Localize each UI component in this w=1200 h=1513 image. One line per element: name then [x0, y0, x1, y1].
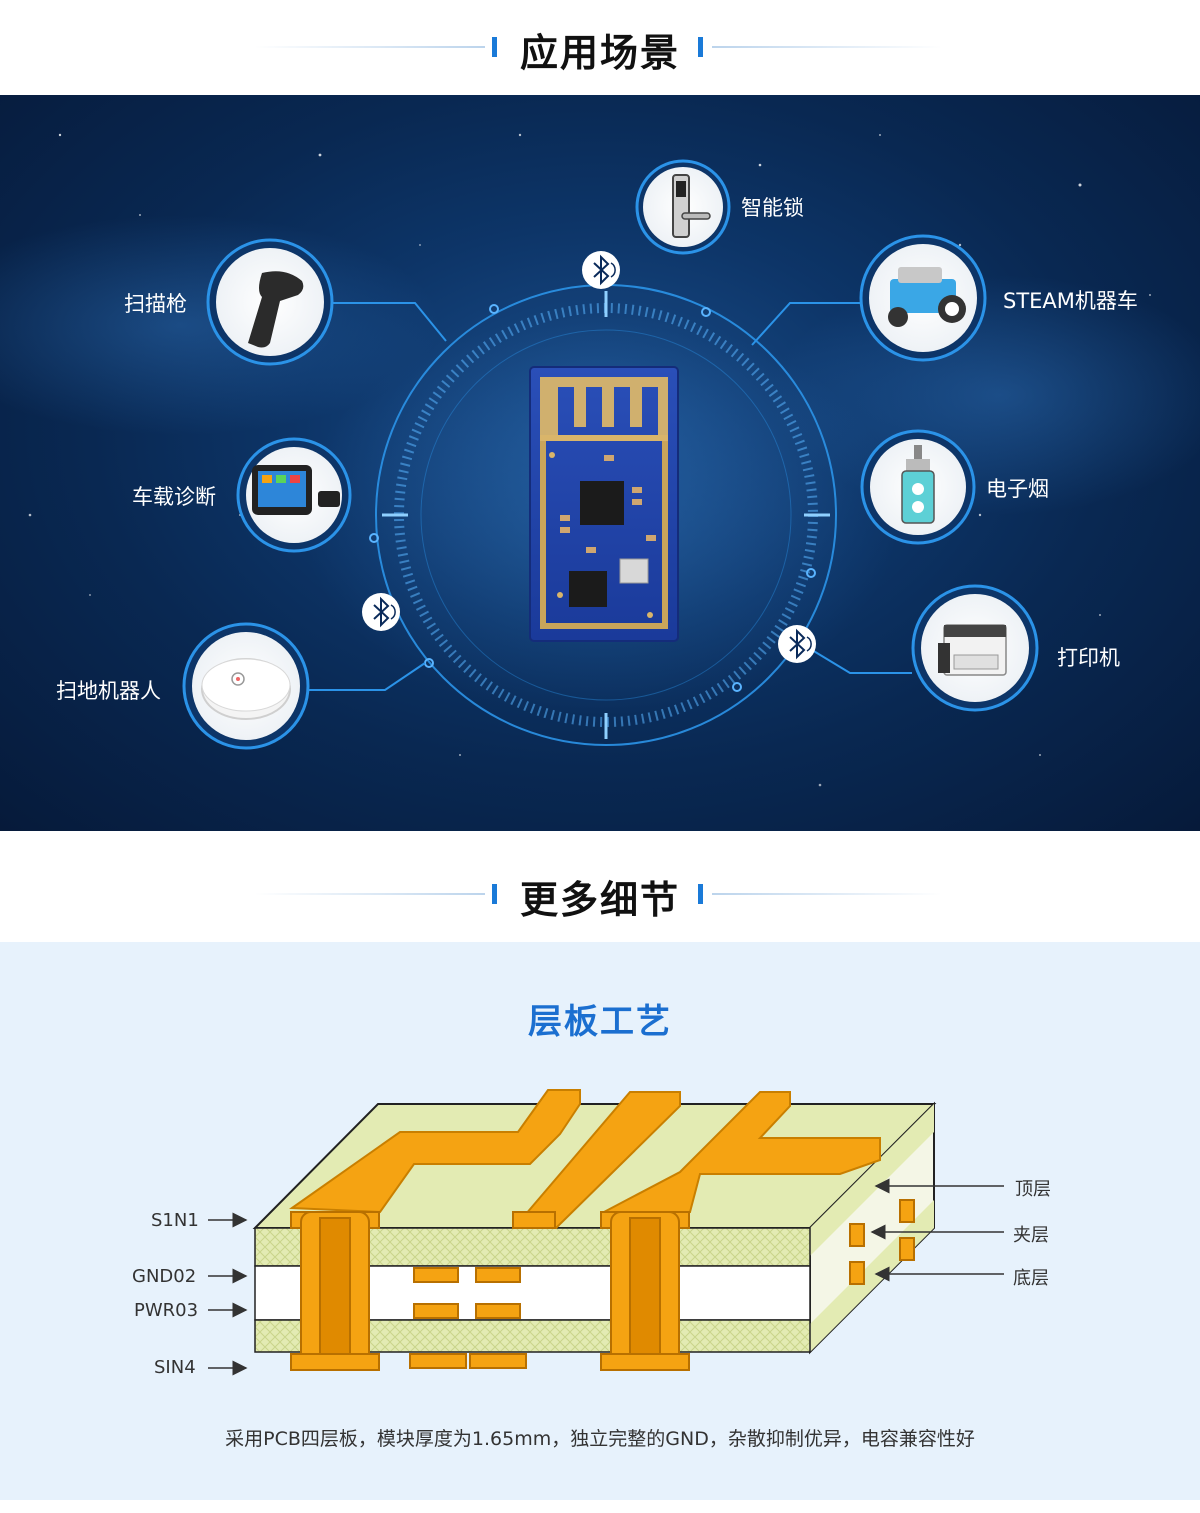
barcode-scanner-icon	[206, 238, 334, 366]
copper-traces	[289, 1089, 881, 1229]
header-bar-right	[698, 884, 703, 904]
app-label-robot-vacuum: 扫地机器人	[56, 679, 161, 703]
pcb-layer-title: 层板工艺	[528, 1002, 672, 1042]
header-line-right	[712, 46, 942, 48]
pcb-layer-details: 层板工艺	[0, 942, 1200, 1500]
header-bar-left	[492, 884, 497, 904]
layer-label-s1n1: S1N1	[151, 1210, 199, 1231]
section-header-scenes: 应用场景	[0, 0, 1200, 95]
layer-label-bottom: 底层	[1013, 1268, 1049, 1289]
app-label-car-diagnostic: 车载诊断	[132, 485, 216, 509]
section-title-details: 更多细节	[519, 878, 680, 922]
layer-label-pwr03: PWR03	[134, 1300, 199, 1321]
layer-label-gnd02: GND02	[132, 1266, 197, 1287]
smart-lock-icon	[635, 159, 731, 255]
header-line-left	[255, 893, 485, 895]
application-scene-banner: 智能锁 扫描枪 STEAM机器车 车载诊断 电子烟 扫地机器人 打印机	[0, 95, 1200, 831]
bluetooth-icon	[362, 593, 400, 631]
printer-icon	[911, 584, 1039, 712]
robot-vacuum-icon	[182, 622, 310, 750]
app-label-barcode-scanner: 扫描枪	[124, 292, 187, 316]
pcb-stack-diagram	[208, 1089, 1004, 1376]
header-line-left	[255, 46, 485, 48]
right-arrows	[870, 1178, 1004, 1282]
header-bar-right	[698, 37, 703, 57]
app-label-e-cigarette: 电子烟	[986, 477, 1049, 501]
bluetooth-icon	[778, 625, 816, 663]
app-label-robot-car: STEAM机器车	[1003, 289, 1138, 313]
layer-label-top: 顶层	[1015, 1179, 1051, 1200]
vias	[290, 1199, 915, 1371]
robot-car-icon	[859, 234, 987, 362]
header-line-right	[712, 893, 942, 895]
pcb-caption: 采用PCB四层板，模块厚度为1.65mm，独立完整的GND，杂散抑制优异，电容兼…	[225, 1428, 975, 1450]
bluetooth-icon	[582, 251, 620, 289]
stars	[28, 133, 1151, 787]
layer-label-sin4: SIN4	[154, 1357, 196, 1378]
e-cigarette-icon	[860, 429, 976, 545]
section-header-details: 更多细节	[0, 847, 1200, 942]
section-title-scenes: 应用场景	[519, 31, 680, 75]
car-diagnostic-tablet-icon	[236, 437, 352, 553]
header-bar-left	[492, 37, 497, 57]
app-label-smart-lock: 智能锁	[741, 196, 804, 220]
left-arrows	[208, 1212, 248, 1376]
layer-label-middle: 夹层	[1013, 1225, 1049, 1246]
app-label-printer: 打印机	[1057, 646, 1120, 670]
bluetooth-module-pcb	[529, 366, 679, 642]
connector-lines	[305, 302, 912, 691]
scene-graphics	[0, 133, 1200, 787]
